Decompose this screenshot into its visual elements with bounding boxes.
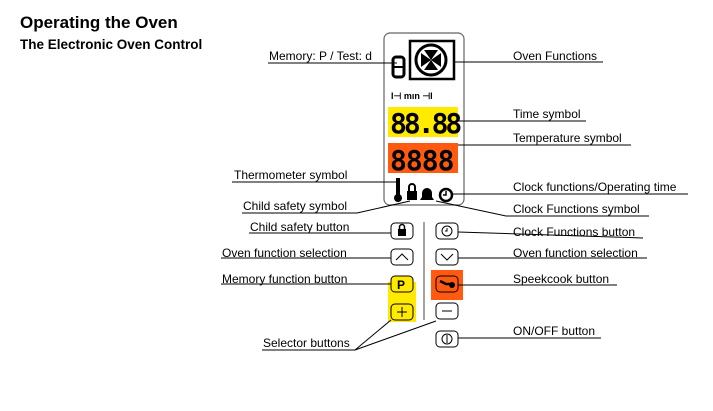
label-oven-function-selection-right: Oven function selection (513, 246, 638, 260)
on-off-button[interactable] (435, 330, 459, 348)
label-child-safety-button: Child safety button (250, 220, 349, 234)
display-panel (383, 32, 465, 206)
child-lock-icon (407, 183, 417, 200)
time-highlight (388, 107, 458, 137)
label-selector-buttons: Selector buttons (263, 336, 350, 350)
label-memory-test: Memory: P / Test: d (269, 49, 372, 63)
temperature-digits: 8888 (390, 144, 454, 177)
label-clock-functions-button: Clock Functions button (513, 225, 635, 239)
page-title: Operating the Oven (20, 13, 178, 32)
label-on-off-button: ON/OFF button (513, 324, 595, 338)
label-speedcook-button: Speekcook button (513, 272, 609, 286)
label-thermometer-symbol: Thermometer symbol (234, 168, 347, 182)
label-child-safety-symbol: Child safety symbol (243, 199, 347, 213)
child-safety-button[interactable] (390, 222, 414, 240)
label-clock-functions-operating-time: Clock functions/Operating time (513, 180, 677, 194)
speedcook-button[interactable] (435, 275, 459, 293)
plus-button[interactable] (390, 303, 414, 321)
label-time-symbol: Time symbol (513, 107, 581, 121)
page-subtitle: The Electronic Oven Control (20, 37, 203, 52)
unit-symbols: I⊣ mın ⊣I (391, 91, 433, 101)
label-oven-function-selection-left: Oven function selection (222, 246, 347, 260)
label-temperature-symbol: Temperature symbol (513, 131, 622, 145)
clock-icon (438, 187, 454, 203)
svg-text:P: P (397, 278, 405, 292)
leader-lines (221, 61, 688, 351)
label-oven-functions: Oven Functions (513, 49, 597, 63)
memory-function-button[interactable]: P (390, 275, 414, 293)
time-digits: 88.88 (390, 107, 461, 140)
clock-functions-button[interactable] (435, 222, 459, 240)
label-clock-functions-symbol: Clock Functions symbol (513, 202, 640, 216)
oven-function-up-button[interactable] (390, 248, 414, 266)
oven-function-down-button[interactable] (435, 248, 459, 266)
fan-icon (408, 39, 456, 81)
label-memory-function-button: Memory function button (222, 272, 347, 286)
minus-button[interactable] (435, 302, 459, 320)
temperature-highlight (388, 143, 458, 173)
bell-icon (420, 188, 434, 200)
thermometer-icon (394, 178, 402, 202)
